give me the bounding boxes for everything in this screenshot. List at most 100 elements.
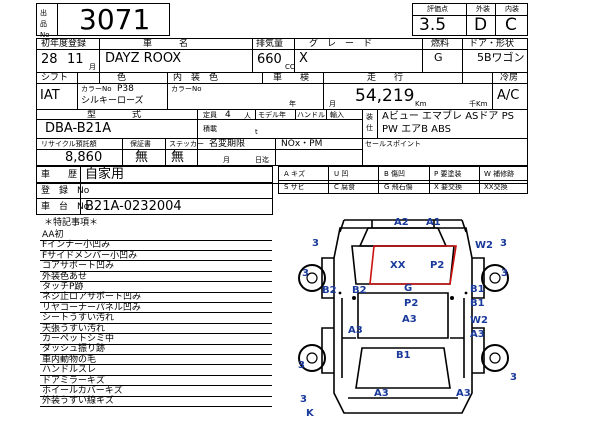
legend-p: P 要塗装 xyxy=(434,170,462,178)
note-item: 車内動物の毛 xyxy=(42,354,97,365)
mark-3-mid-left: 3 xyxy=(302,268,309,279)
notes-row-line xyxy=(40,291,272,293)
legend-a: A キズ xyxy=(284,170,306,178)
notes-row-line xyxy=(40,239,272,241)
first-reg-label: 初年度登録 xyxy=(41,39,87,49)
recycle-label: リサイクル預託額 xyxy=(41,140,97,148)
notes-row-line xyxy=(40,312,272,314)
inspection-label: 車 検 xyxy=(273,73,310,83)
mark-b1-right-door: B1 xyxy=(470,284,485,295)
import-label: 輸入 xyxy=(330,111,344,119)
displacement-label: 排気量 xyxy=(256,39,284,49)
damage-legend: A キズ U 凹 B 傷凹 P 要塗装 W 補修跡 S サビ C 腐食 G 飛石… xyxy=(278,166,528,194)
interior-color-no-label: カラーNo xyxy=(171,85,202,93)
mark-3-rear-bumper: 3 xyxy=(300,394,307,405)
note-item: ネジ止ロアサポート凹み xyxy=(42,292,142,303)
notes-row-line xyxy=(40,385,272,387)
chassis-value: B21A-0232004 xyxy=(85,199,182,214)
note-item: Fインナー小凹み xyxy=(42,240,111,251)
score-value: 3.5 xyxy=(419,15,447,35)
notes-row-line xyxy=(40,405,272,407)
car-name-label: 車 名 xyxy=(143,39,189,49)
note-item: AA初 xyxy=(42,230,64,240)
shift-label: シフト xyxy=(41,73,69,83)
month-unit: 月 xyxy=(89,63,96,71)
note-item: カーペットシミ中 xyxy=(42,334,115,344)
model-label: 型 式 xyxy=(87,110,142,120)
equipment-line-1: Aビュー エマブレ ASドア PS xyxy=(382,111,514,122)
ac-value: A/C xyxy=(497,88,520,103)
mark-p2-hood: P2 xyxy=(430,260,444,271)
mark-3-rear-right: 3 xyxy=(510,372,517,383)
door-shape-value: 5Bワゴン xyxy=(477,51,525,64)
mark-3-rear-left: 3 xyxy=(298,360,305,371)
inspection-year-unit: 年 xyxy=(289,100,296,108)
interior-grade: C xyxy=(505,15,517,35)
color-label: 色 xyxy=(117,73,127,83)
mark-a3-roof: A3 xyxy=(402,314,417,325)
first-reg-month: 11 xyxy=(67,52,84,67)
sales-point-label: セールスポイント xyxy=(365,140,421,148)
name-change-day-unit: 日迄 xyxy=(255,156,269,164)
notes-row-line xyxy=(40,260,272,262)
nox-pm-label: NOx・PM xyxy=(281,139,323,149)
note-item: ダッシュ振り跡 xyxy=(42,344,106,355)
note-item: タッチP跡 xyxy=(42,282,84,292)
mark-a3-right-rear: A3 xyxy=(470,329,485,340)
equipment-line-2: PW エアB ABS xyxy=(382,124,452,135)
mark-a3-left-rear: A3 xyxy=(348,325,363,336)
mark-a3-rear-1: A3 xyxy=(374,388,389,399)
notes-row-line xyxy=(40,333,272,335)
interior-label: 内装 xyxy=(505,5,519,13)
mark-3-front-right: 3 xyxy=(500,238,507,249)
exterior-label: 外装 xyxy=(476,5,490,13)
color-value: シルキーローズ xyxy=(81,96,144,106)
capacity-label: 定員 xyxy=(203,111,217,119)
grade-box: 評価点 外装 内装 3.5 D C xyxy=(412,3,528,36)
note-item: ホイールカバーキズ xyxy=(42,386,123,396)
damage-diagram: A2 A1 3 3 W2 XX P2 3 3 B2 B2 G B1 B1 P2 … xyxy=(298,217,517,419)
sticker-label: ステッカー xyxy=(169,140,204,148)
mark-xx-hood: XX xyxy=(390,260,406,271)
legend-x: X 要交換 xyxy=(434,183,463,191)
note-item: コアサポート凹み xyxy=(42,261,115,272)
fuel-value: G xyxy=(434,51,443,64)
color-no-label: カラーNo xyxy=(81,85,112,93)
notes-title: ＊特記事項＊ xyxy=(44,218,99,228)
cc-unit: CC xyxy=(285,63,295,71)
history-value: 自家用 xyxy=(85,167,125,182)
name-change-month-unit: 月 xyxy=(223,156,230,164)
load-unit: t xyxy=(255,128,258,136)
note-item: ハンドルスレ xyxy=(42,365,97,376)
legend-u: U 凹 xyxy=(334,170,349,178)
notes-row-line xyxy=(40,374,272,376)
mark-3-mid-right: 3 xyxy=(501,268,508,279)
notes-row-line xyxy=(40,364,272,366)
mark-k-rear: K xyxy=(306,408,315,419)
mark-b1-right-door-2: B1 xyxy=(470,298,485,309)
grade-label: 評価点 xyxy=(427,5,448,13)
stock-label: 出品 No xyxy=(40,9,50,39)
notes-row-line xyxy=(40,322,272,324)
mark-p2-roof: P2 xyxy=(404,298,418,309)
mark-3-front-left: 3 xyxy=(312,238,319,249)
warranty-label: 保証書 xyxy=(130,140,151,148)
interior-color-label: 内 装 色 xyxy=(173,73,219,83)
mark-w2-front-right: W2 xyxy=(475,240,493,251)
notes-row-line xyxy=(40,301,272,303)
capacity-unit: 人 xyxy=(244,112,251,120)
legend-s: S サビ xyxy=(284,183,305,191)
note-item: リヤコーナーパネル凹み xyxy=(42,302,141,313)
note-item: 天張うすい汚れ xyxy=(42,323,106,334)
legend-b: B 傷凹 xyxy=(384,170,406,178)
mark-a3-rear-2: A3 xyxy=(456,388,471,399)
notes-row-line xyxy=(40,395,272,397)
notes-row-line xyxy=(40,270,272,272)
stock-number: 3071 xyxy=(79,3,151,36)
notes-row-line xyxy=(40,281,272,283)
vehicle-info-grid: 初年度登録 車 名 排気量 グ レ ー ド 燃料 ドア・形状 28 11 月 D… xyxy=(36,38,528,184)
mark-g-roof: G xyxy=(404,283,412,294)
warranty-value: 無 xyxy=(135,150,149,165)
legend-w: W 補修跡 xyxy=(484,170,515,178)
